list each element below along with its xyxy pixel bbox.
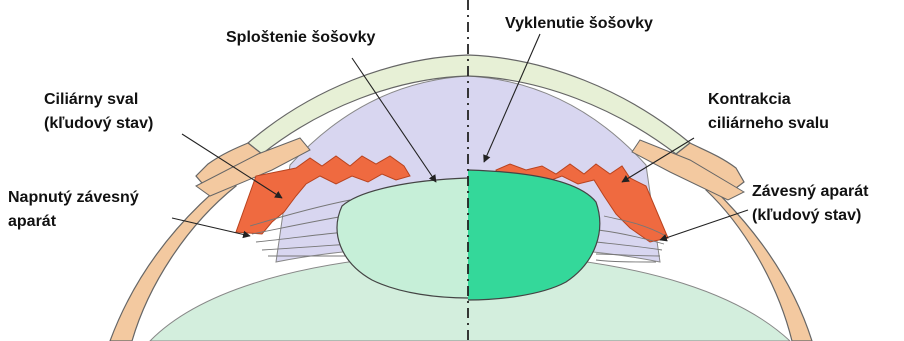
pointer-zonule-rest — [660, 210, 748, 240]
label-muscle-contraction-line2: ciliárneho svalu — [708, 115, 829, 132]
label-zonule-tense-line2: aparát — [8, 213, 57, 230]
label-zonule-rest-line2: (kľudový stav) — [752, 207, 861, 224]
label-zonule-tense-line1: Napnutý závesný — [8, 189, 139, 206]
label-muscle-rest-line1: Ciliárny sval — [44, 91, 138, 108]
label-flattening: Sploštenie šošovky — [226, 29, 375, 46]
label-zonule-rest-line1: Závesný aparát — [752, 183, 869, 200]
label-bulging: Vyklenutie šošovky — [505, 15, 653, 32]
label-muscle-rest-line2: (kľudový stav) — [44, 115, 153, 132]
label-muscle-contraction-line1: Kontrakcia — [708, 91, 791, 108]
